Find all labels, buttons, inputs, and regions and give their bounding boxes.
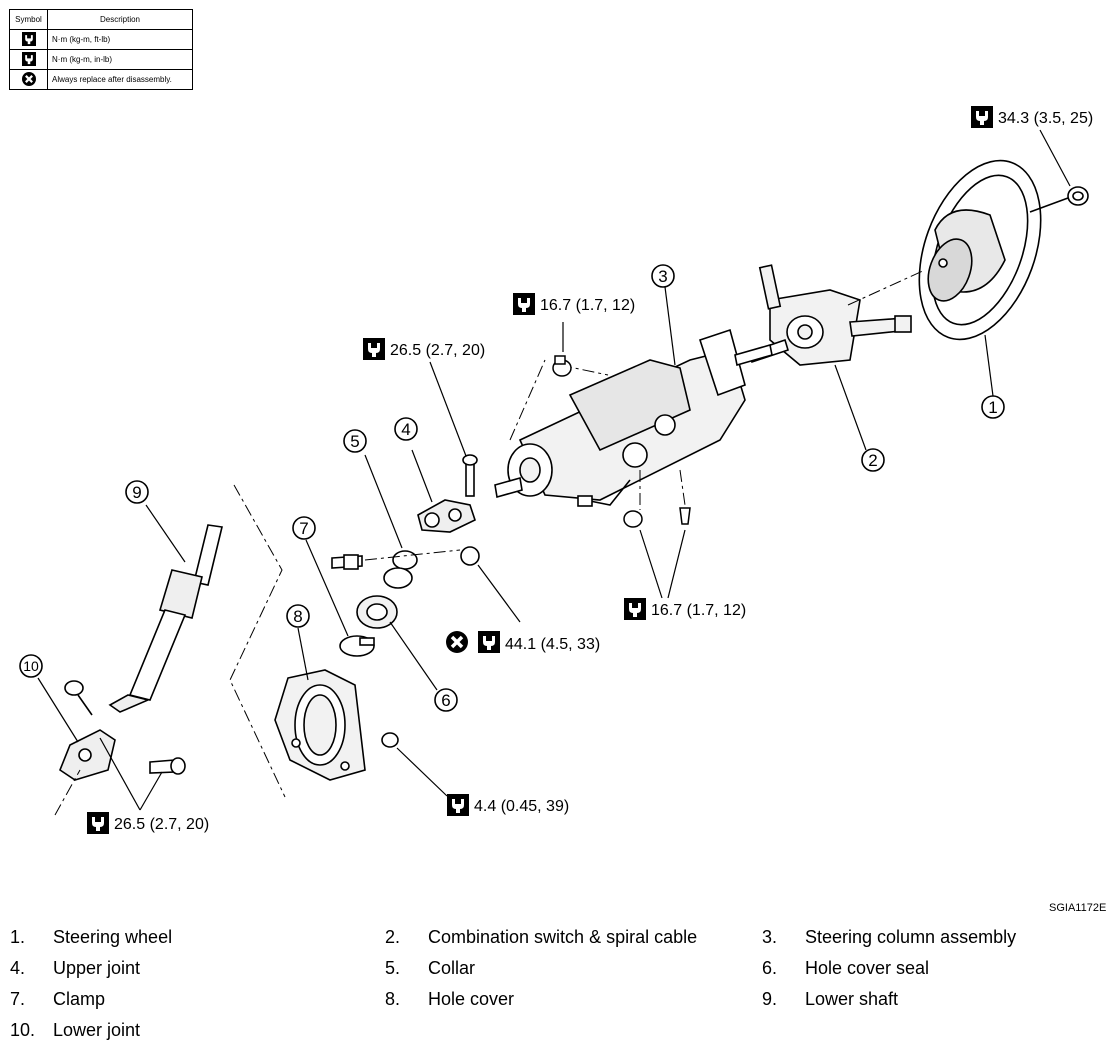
list-item: 10.Lower joint xyxy=(10,1020,141,1040)
svg-text:4: 4 xyxy=(401,420,410,439)
callout-6: 6 xyxy=(434,688,458,712)
torque-label-wheel-nut: 34.3 (3.5, 25) xyxy=(971,106,1093,128)
upper-joint-drawing xyxy=(417,454,478,533)
torque-label-column-upper: 16.7 (1.7, 12) xyxy=(513,293,635,315)
lower-shaft-drawing xyxy=(108,524,223,713)
always-replace-icon xyxy=(444,629,470,655)
svg-text:6: 6 xyxy=(441,691,450,710)
callout-4: 4 xyxy=(394,417,418,441)
callout-8: 8 xyxy=(286,604,310,628)
torque-wrench-icon xyxy=(21,31,36,46)
list-item: 1.Steering wheel xyxy=(10,927,173,947)
legend-header-symbol: Symbol xyxy=(9,9,48,30)
lower-joint-drawing xyxy=(59,680,186,781)
callout-5: 5 xyxy=(343,429,367,453)
clamp-drawing xyxy=(339,635,375,657)
figure-code: SGIA1172E xyxy=(1049,902,1107,914)
legend-description: N·m (kg-m, ft-lb) xyxy=(47,29,193,50)
torque-wrench-icon xyxy=(363,338,385,360)
torque-wrench-icon xyxy=(971,106,993,128)
legend-description: N·m (kg-m, in-lb) xyxy=(47,49,193,70)
callout-10: 10 xyxy=(19,654,43,678)
list-item: 8.Hole cover xyxy=(385,989,515,1009)
torque-wrench-icon xyxy=(87,812,109,834)
svg-text:44.1 (4.5, 33): 44.1 (4.5, 33) xyxy=(505,636,600,653)
legend-description: Always replace after disassembly. xyxy=(47,69,193,90)
callout-3: 3 xyxy=(651,264,675,288)
list-item: 9.Lower shaft xyxy=(762,989,899,1009)
column-fasteners xyxy=(552,355,691,528)
svg-text:9: 9 xyxy=(132,483,141,502)
torque-wrench-inlb-icon xyxy=(447,794,469,816)
svg-text:3: 3 xyxy=(658,267,667,286)
callout-9: 9 xyxy=(125,480,149,504)
torque-wrench-icon xyxy=(624,598,646,620)
svg-text:1: 1 xyxy=(988,398,997,417)
legend-header-description: Description xyxy=(47,9,193,30)
hole-cover-seal-drawing xyxy=(356,595,398,629)
svg-text:26.5 (2.7, 20): 26.5 (2.7, 20) xyxy=(114,816,209,833)
list-item: 3.Steering column assembly xyxy=(762,927,1017,947)
list-item: 2.Combination switch & spiral cable xyxy=(385,927,698,947)
svg-text:16.7 (1.7, 12): 16.7 (1.7, 12) xyxy=(540,297,635,314)
svg-text:7: 7 xyxy=(299,519,308,538)
svg-text:8: 8 xyxy=(293,607,302,626)
svg-text:5: 5 xyxy=(350,432,359,451)
hole-cover-drawing xyxy=(274,669,399,781)
callout-7: 7 xyxy=(292,516,316,540)
always-replace-icon xyxy=(20,70,37,87)
svg-text:16.7 (1.7, 12): 16.7 (1.7, 12) xyxy=(651,602,746,619)
callout-1: 1 xyxy=(981,395,1005,419)
steering-column-drawing xyxy=(494,328,773,507)
steering-wheel-drawing xyxy=(918,159,1089,341)
svg-text:4.4 (0.45, 39): 4.4 (0.45, 39) xyxy=(474,798,569,815)
torque-wrench-icon xyxy=(513,293,535,315)
svg-text:34.3 (3.5, 25): 34.3 (3.5, 25) xyxy=(998,110,1093,127)
torque-label-upper-joint-bolt: 26.5 (2.7, 20) xyxy=(363,338,485,360)
collar-drawing xyxy=(331,546,480,589)
symbol-legend: Symbol Description N·m (kg-m, ft-lb) N·m… xyxy=(9,9,193,90)
list-item: 6.Hole cover seal xyxy=(762,958,930,978)
combination-switch-drawing xyxy=(749,264,912,366)
svg-text:2: 2 xyxy=(868,451,877,470)
torque-label-hole-cover-nut: 4.4 (0.45, 39) xyxy=(447,794,569,816)
torque-label-upper-joint-nut: 44.1 (4.5, 33) xyxy=(444,629,600,655)
torque-wrench-icon xyxy=(478,631,500,653)
svg-text:26.5 (2.7, 20): 26.5 (2.7, 20) xyxy=(390,342,485,359)
list-item: 7.Clamp xyxy=(10,989,106,1009)
torque-wrench-inlb-icon xyxy=(21,51,36,66)
list-item: 5.Collar xyxy=(385,958,476,978)
list-item: 4.Upper joint xyxy=(10,958,141,978)
callout-2: 2 xyxy=(861,448,885,472)
svg-text:10: 10 xyxy=(23,658,39,674)
torque-label-column-lower: 16.7 (1.7, 12) xyxy=(624,598,746,620)
torque-label-lower-joint: 26.5 (2.7, 20) xyxy=(87,812,209,834)
